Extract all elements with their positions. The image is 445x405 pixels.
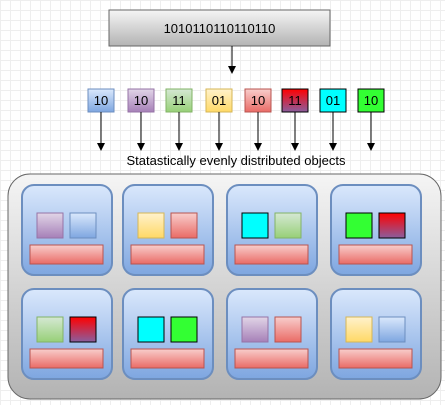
stored-object bbox=[345, 212, 373, 239]
node-8 bbox=[330, 288, 422, 380]
stored-object bbox=[241, 316, 269, 343]
stored-object bbox=[378, 316, 406, 343]
disk-bar bbox=[29, 348, 104, 369]
chunk-label: 11 bbox=[288, 93, 302, 108]
stored-object bbox=[137, 316, 165, 343]
chunk-label: 10 bbox=[94, 93, 108, 108]
stored-object bbox=[36, 316, 64, 343]
bitstring-text: 1010110110110110 bbox=[164, 21, 276, 36]
stored-object bbox=[69, 212, 97, 239]
chunk-4: 01 bbox=[205, 88, 233, 151]
disk-bar bbox=[234, 348, 309, 369]
chunk-2: 10 bbox=[127, 88, 155, 151]
node-5 bbox=[21, 288, 113, 380]
chunk-1: 10 bbox=[87, 88, 115, 151]
stored-object bbox=[274, 316, 302, 343]
disk-bar bbox=[130, 244, 205, 265]
chunk-6: 11 bbox=[281, 88, 309, 151]
node-7 bbox=[226, 288, 318, 380]
chunk-label: 10 bbox=[364, 93, 378, 108]
node-1 bbox=[21, 184, 113, 276]
bitstring-box: 1010110110110110 bbox=[108, 9, 331, 47]
node-3 bbox=[226, 184, 318, 276]
disk-bar bbox=[29, 244, 104, 265]
chunk-7: 01 bbox=[319, 88, 347, 151]
disk-bar bbox=[130, 348, 205, 369]
storage-nodes bbox=[21, 184, 422, 380]
chunk-3: 11 bbox=[165, 88, 193, 151]
stored-object bbox=[137, 212, 165, 239]
node-6 bbox=[122, 288, 214, 380]
node-4 bbox=[330, 184, 422, 276]
disk-bar bbox=[338, 348, 413, 369]
stored-object bbox=[170, 316, 198, 343]
node-2 bbox=[122, 184, 214, 276]
stored-object bbox=[274, 212, 302, 239]
chunk-label: 11 bbox=[172, 93, 186, 108]
disk-bar bbox=[338, 244, 413, 265]
chunk-label: 01 bbox=[212, 93, 226, 108]
stored-object bbox=[378, 212, 406, 239]
caption-text: Statastically evenly distributed objects bbox=[127, 153, 346, 168]
chunk-label: 10 bbox=[134, 93, 148, 108]
chunks: 10 10 11 01 10 11 01 10 bbox=[87, 88, 385, 151]
chunk-5: 10 bbox=[244, 88, 272, 151]
chunk-label: 01 bbox=[326, 93, 340, 108]
stored-object bbox=[36, 212, 64, 239]
stored-object bbox=[241, 212, 269, 239]
stored-object bbox=[69, 316, 97, 343]
stored-object bbox=[170, 212, 198, 239]
chunk-8: 10 bbox=[357, 88, 385, 151]
disk-bar bbox=[234, 244, 309, 265]
chunk-label: 10 bbox=[251, 93, 265, 108]
stored-object bbox=[345, 316, 373, 343]
